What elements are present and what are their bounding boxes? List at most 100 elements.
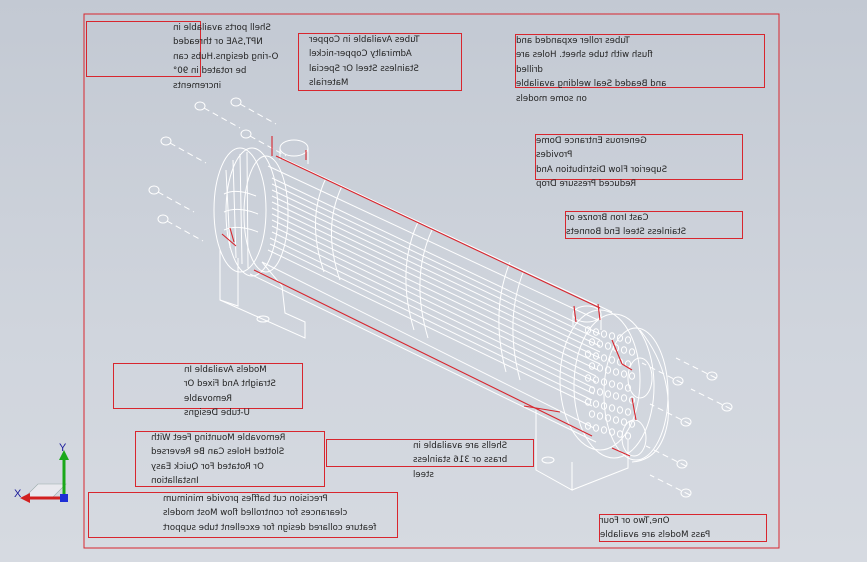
tube-hole bbox=[604, 390, 612, 398]
rear-bolts bbox=[148, 97, 287, 242]
rear-foot bbox=[219, 250, 306, 339]
baffles-line-2: clearances for controlled flow Most mode… bbox=[163, 508, 348, 519]
x-axis-label: X bbox=[14, 488, 22, 500]
tube-hole bbox=[588, 362, 596, 370]
tubes-roller-line-1: Tubes roller expanded and bbox=[516, 36, 630, 46]
tube-hole bbox=[600, 402, 608, 410]
models-available-line-1: Models Available In bbox=[184, 365, 267, 375]
axis-triad: Y X bbox=[14, 440, 74, 504]
mounting-feet-line-1: Removable Mounting Feet With bbox=[151, 433, 286, 443]
tube-hole bbox=[624, 432, 632, 440]
mounting-feet-line-4: Installation bbox=[151, 476, 199, 487]
tube-hole bbox=[616, 406, 624, 414]
tube-hole bbox=[624, 408, 632, 416]
tube-hole bbox=[584, 422, 592, 430]
tube-hole bbox=[600, 378, 608, 386]
tube-hole bbox=[604, 414, 612, 422]
entrance-dome-line-2: Provides bbox=[536, 150, 573, 161]
tube-hole bbox=[608, 404, 616, 412]
tube-hole bbox=[612, 344, 620, 352]
front-bolts bbox=[641, 357, 733, 498]
mounting-feet-line-3: Or Rotated For Quick Easy bbox=[151, 461, 264, 472]
shells-line-3: steel bbox=[413, 469, 434, 480]
shell-ports-line-2: NPT,SAE or threaded bbox=[172, 37, 263, 48]
mounting-feet-note: Removable Mounting Feet With Slotted Hol… bbox=[135, 431, 325, 487]
baffles-note: Precision cut baffles provide minimum cl… bbox=[88, 492, 398, 538]
shells-line-1: Shells are available in bbox=[413, 441, 508, 451]
rear-bonnet bbox=[213, 147, 289, 277]
tube-hole bbox=[584, 326, 592, 334]
shell-ports-line-5: increments bbox=[172, 80, 221, 91]
tube-hole bbox=[592, 376, 600, 384]
bolt bbox=[641, 362, 684, 386]
tube-hole bbox=[612, 368, 620, 376]
tubes-roller-line-4: and Beaded Seal welding available bbox=[516, 79, 667, 90]
tube-hole bbox=[620, 370, 628, 378]
tubes-available-line-3: Stainless Steel Or Special bbox=[309, 63, 419, 74]
bolt bbox=[148, 185, 195, 213]
tube-hole bbox=[596, 364, 604, 372]
tube-hole bbox=[600, 354, 608, 362]
bolt bbox=[194, 101, 241, 129]
tubes-available-line-2: Admiralty Copper-nickel bbox=[309, 49, 412, 60]
baffles-line-1: Precision cut baffles provide minimum bbox=[163, 494, 328, 504]
bolt bbox=[240, 129, 287, 157]
entrance-dome-line-3: Superior Flow Distribution And bbox=[536, 164, 668, 175]
tube-hole bbox=[616, 334, 624, 342]
tube-hole bbox=[592, 328, 600, 336]
tube-hole bbox=[612, 416, 620, 424]
tubes-available-line-1: Tubes Available in Copper bbox=[309, 35, 420, 45]
shell-ports-line-1: Shell ports available in bbox=[172, 23, 271, 33]
tube-hole bbox=[584, 398, 592, 406]
shell-ports-line-3: O-ring designs.Hubs can bbox=[172, 51, 278, 62]
tube-hole bbox=[620, 394, 628, 402]
drawing-frame bbox=[83, 13, 780, 549]
tube-hole bbox=[592, 424, 600, 432]
tubes-available-note: Tubes Available in Copper Admiralty Copp… bbox=[298, 33, 462, 91]
tube-hole bbox=[588, 386, 596, 394]
end-bonnets-line-1: Cast Iron Bronze or bbox=[566, 213, 649, 223]
tube-hole bbox=[596, 388, 604, 396]
tube-hole bbox=[624, 384, 632, 392]
pass-models-line-2: Pass Models are available bbox=[600, 530, 711, 541]
tube-hole bbox=[628, 348, 636, 356]
tubes-roller-line-3: drilled bbox=[516, 64, 543, 75]
models-available-note: Models Available In Straight And Fixed O… bbox=[113, 363, 303, 418]
y-axis-label: Y bbox=[59, 442, 67, 454]
pass-models-line-1: One,Two or Four bbox=[600, 516, 670, 526]
bolt bbox=[690, 388, 733, 412]
bolt bbox=[649, 403, 692, 427]
axis-triad-graphic bbox=[20, 450, 69, 503]
bolt bbox=[157, 214, 204, 242]
tube-hole bbox=[584, 374, 592, 382]
bolt bbox=[649, 474, 692, 498]
shells-line-2: brass or 316 stainless bbox=[413, 455, 508, 466]
shells-note: Shells are available in brass or 316 sta… bbox=[326, 439, 534, 480]
tubes-roller-line-5: on some models bbox=[516, 93, 587, 104]
entrance-dome-note: Generous Entrance Dome Provides Superior… bbox=[535, 134, 743, 189]
tube-hole bbox=[616, 382, 624, 390]
entrance-dome-line-1: Generous Entrance Dome bbox=[536, 136, 647, 146]
shell-ports-line-4: be rotated in 90° bbox=[172, 66, 246, 77]
tube-hole bbox=[620, 346, 628, 354]
tube-hole bbox=[588, 410, 596, 418]
nozzles bbox=[279, 139, 602, 330]
tubes-roller-note: Tubes roller expanded and flush with tub… bbox=[515, 34, 765, 104]
bolt bbox=[645, 445, 688, 469]
tube-hole bbox=[608, 356, 616, 364]
bolt bbox=[675, 357, 718, 381]
tube-hole bbox=[600, 426, 608, 434]
baffles-line-3: feature collared design for excellent tu… bbox=[163, 522, 377, 533]
entrance-dome-line-4: Reduced Pressure Drop bbox=[536, 179, 637, 190]
models-available-line-3: Removable bbox=[184, 393, 232, 404]
tubes-roller-line-2: flush with tube sheet. Holes are bbox=[516, 50, 653, 61]
tube-hole bbox=[600, 330, 608, 338]
tubes-available-line-4: Materials bbox=[309, 78, 349, 89]
tube-hole bbox=[604, 342, 612, 350]
end-bonnets-line-2: Stainless Steel End Bonnets bbox=[566, 227, 687, 238]
tube-hole bbox=[608, 332, 616, 340]
tube-hole bbox=[592, 400, 600, 408]
shell-body bbox=[249, 157, 613, 443]
models-available-line-4: U-tube Designs bbox=[184, 408, 250, 419]
